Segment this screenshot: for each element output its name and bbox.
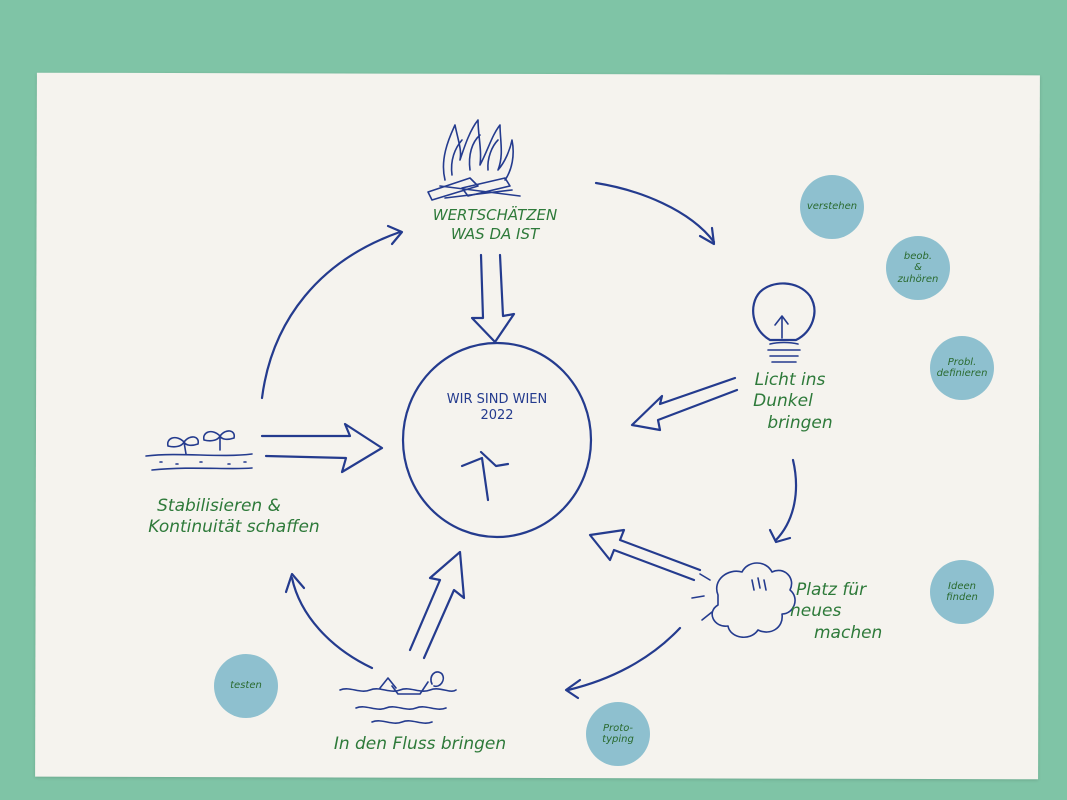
arrow-right-to-center bbox=[630, 376, 739, 432]
center-title-line1: WIR SIND WIEN bbox=[446, 392, 548, 407]
dot-testen-line1: testen bbox=[230, 680, 262, 692]
river-boat-icon bbox=[339, 671, 457, 724]
stage-label-left: Stabilisieren & Kontinuität schaffen bbox=[104, 496, 364, 539]
arrow-bottom-to-center bbox=[408, 550, 466, 660]
stage-top-line1: WERTSCHÄTZEN bbox=[432, 206, 558, 224]
center-title: WIR SIND WIEN 2022 bbox=[437, 392, 557, 425]
dot-probl-line2: definieren bbox=[936, 368, 988, 379]
dot-beob-line1: beob. bbox=[903, 250, 933, 262]
stage-bottomright-line3: machen bbox=[814, 622, 883, 643]
stage-left-line2: Kontinuität schaffen bbox=[148, 517, 320, 538]
dot-testen: testen bbox=[214, 654, 278, 718]
arrow-right-to-bottomright bbox=[768, 458, 798, 544]
stage-top-line2: WAS DA IST bbox=[450, 224, 540, 243]
lightbulb-icon bbox=[752, 282, 816, 363]
dot-proto-line2: typing bbox=[602, 734, 634, 745]
explosion-icon bbox=[691, 562, 796, 638]
dot-beobachten: beob. & zuhören bbox=[886, 236, 950, 300]
dot-ideen: Ideen finden bbox=[930, 560, 994, 624]
stage-right-line3: bringen bbox=[767, 412, 833, 433]
dot-proto-line1: Proto- bbox=[603, 722, 633, 734]
center-circle bbox=[401, 341, 593, 539]
stage-label-bottom: In den Fluss bringen bbox=[300, 734, 540, 755]
stage-bottomright-line2: neues bbox=[790, 601, 842, 622]
sprouts-icon bbox=[145, 430, 253, 471]
arrow-left-to-top bbox=[260, 224, 404, 400]
dot-prototyping: Proto- typing bbox=[586, 702, 650, 766]
center-title-line2: 2022 bbox=[480, 408, 514, 424]
arrow-top-to-right bbox=[594, 181, 716, 246]
stage-label-top: WERTSCHÄTZEN WAS DA IST bbox=[420, 206, 570, 244]
clock-hands-icon bbox=[460, 450, 510, 502]
stage-right-line1: Licht ins bbox=[754, 370, 826, 390]
dot-probl-line1: Probl. bbox=[947, 356, 977, 368]
stage-bottomright-line1: Platz für bbox=[796, 580, 867, 600]
campfire-icon bbox=[427, 119, 521, 201]
stage-right-line2: Dunkel bbox=[753, 391, 813, 412]
arrow-top-to-center bbox=[470, 253, 516, 344]
dot-ideen-line1: Ideen bbox=[948, 580, 976, 592]
dot-beob-line2: & bbox=[914, 262, 922, 274]
stage-label-bottom-right: Platz für neues machen bbox=[790, 580, 910, 644]
dot-verstehen-line1: verstehen bbox=[806, 201, 858, 213]
dot-problem: Probl. definieren bbox=[930, 336, 994, 400]
dot-beob-line3: zuhören bbox=[897, 273, 939, 285]
stage-bottom-line1: In den Fluss bringen bbox=[333, 734, 507, 754]
arrow-bottom-to-left bbox=[284, 572, 374, 670]
stage-label-right: Licht ins Dunkel bringen bbox=[730, 370, 850, 434]
dot-ideen-line2: finden bbox=[946, 592, 978, 603]
dot-verstehen: verstehen bbox=[800, 175, 864, 239]
arrow-bottomright-to-bottom bbox=[564, 626, 682, 700]
arrow-left-to-center bbox=[260, 422, 384, 474]
stage-left-line1: Stabilisieren & bbox=[157, 496, 281, 516]
arrow-bottomright-to-center bbox=[588, 528, 702, 582]
